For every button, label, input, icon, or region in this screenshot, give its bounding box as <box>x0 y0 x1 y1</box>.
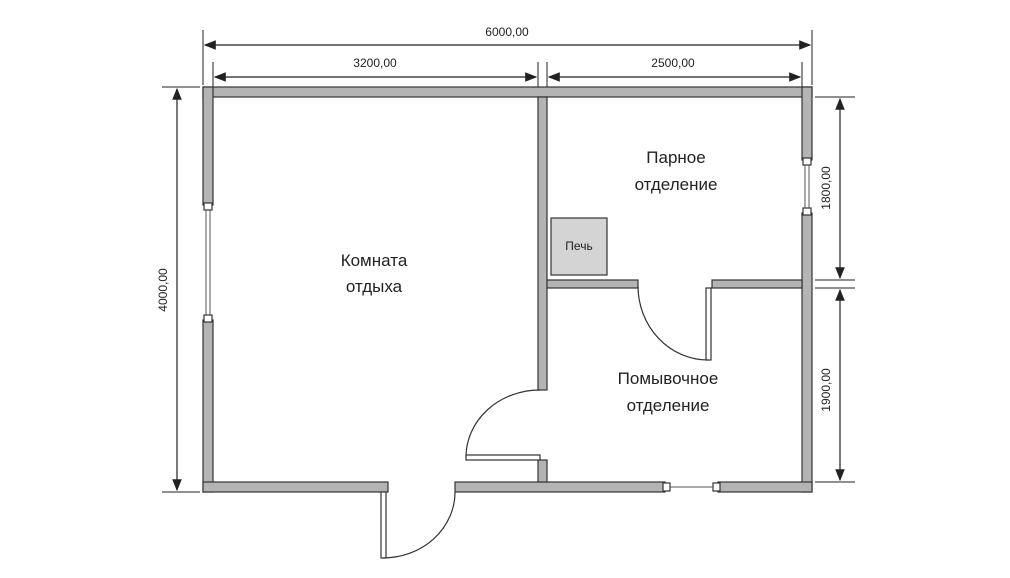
door-rest-to-wash <box>465 389 541 461</box>
wall-left-upper <box>202 86 214 206</box>
dimension-total-height: 4000,00 <box>156 86 200 493</box>
dimension-wash-height: 1900,00 <box>819 288 845 482</box>
wall-inner-right <box>711 279 803 289</box>
room-label: отделение <box>627 396 710 415</box>
wall-partition-upper <box>537 96 548 391</box>
wall-inner-left <box>546 279 639 289</box>
dimension-label: 4000,00 <box>156 268 170 312</box>
wall-partition-lower <box>537 459 548 483</box>
window-bottom <box>662 482 721 492</box>
room-label: отделение <box>635 175 718 194</box>
dimension-label: 3200,00 <box>353 56 397 70</box>
wall-left-lower <box>202 319 214 493</box>
window-left <box>203 202 213 323</box>
wall-bottom-right <box>717 481 813 493</box>
room-steam: Парное отделение <box>635 148 718 194</box>
door-wash-to-steam <box>637 285 712 361</box>
room-label: Помывочное <box>618 369 719 388</box>
wall-bottom-left <box>202 481 389 493</box>
dimension-label: 2500,00 <box>651 56 695 70</box>
room-wash: Помывочное отделение <box>618 369 719 415</box>
dimension-label: 1800,00 <box>819 166 833 210</box>
wall-right-upper <box>801 86 813 161</box>
dimension-label: 1900,00 <box>819 368 833 412</box>
dimension-rest-width: 3200,00 <box>212 56 539 110</box>
walls <box>202 86 813 493</box>
wall-top <box>202 86 813 98</box>
room-label: Комната <box>341 251 408 270</box>
room-label: Парное <box>646 148 705 167</box>
stove-label: Печь <box>565 239 592 253</box>
wall-right-lower <box>801 212 813 493</box>
room-label: отдыха <box>346 277 403 296</box>
dimension-steam-width: 2500,00 <box>546 56 803 110</box>
dimension-label: 6000,00 <box>485 25 529 39</box>
stove: Печь <box>550 217 608 276</box>
room-rest: Комната отдыха <box>341 251 408 296</box>
window-right <box>802 157 812 216</box>
door-entrance <box>380 491 456 559</box>
wall-bottom-middle <box>454 481 666 493</box>
dimension-steam-height: 1800,00 <box>815 96 855 483</box>
dimension-total-width: 6000,00 <box>202 25 813 85</box>
